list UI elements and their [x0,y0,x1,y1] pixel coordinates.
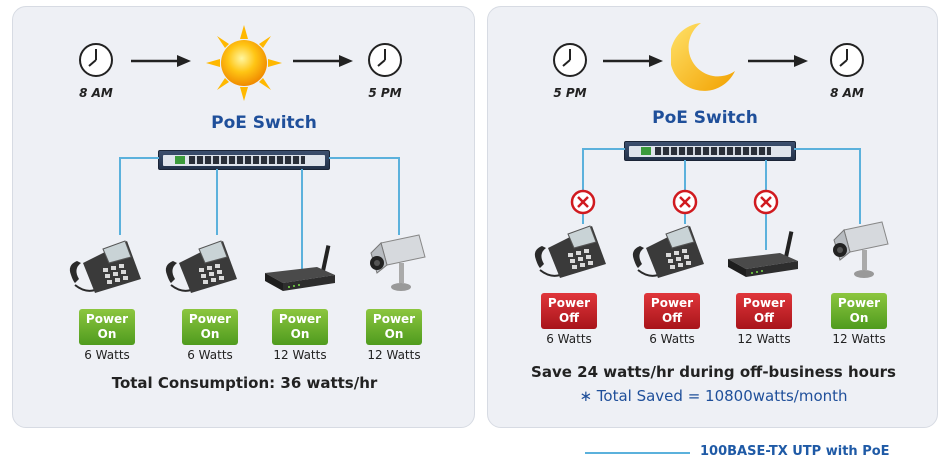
moon-icon [671,23,735,91]
wattage-label: 12 Watts [737,332,791,346]
ip-phone-icon [628,220,708,282]
utp-wire [301,169,303,271]
utp-wire [119,157,121,235]
clock-icon [828,41,866,79]
wattage-label: 6 Watts [187,348,233,362]
utp-wire [119,157,159,159]
legend-line-swatch [585,452,690,454]
arrow-right-icon [748,55,808,67]
poe-switch-image [158,150,330,170]
end-time-label: 8 AM [830,86,864,100]
wattage-label: 6 Watts [546,332,592,346]
savings-text: Save 24 watts/hr during off-business hou… [531,363,896,381]
arrow-right-icon [131,55,191,67]
utp-wire [794,148,860,150]
total-saved-text: ∗ Total Saved = 10800watts/month [579,387,848,405]
sun-icon [206,25,282,101]
utp-wire [582,148,625,150]
arrow-right-icon [603,55,663,67]
utp-wire [398,157,400,235]
ip-phone-icon [65,235,145,297]
ip-phone-icon [530,220,610,282]
utp-wire [329,157,399,159]
wireless-ap-icon [724,229,800,279]
total-consumption-text: Total Consumption: 36 watts/hr [111,374,378,392]
disconnect-icon [753,189,779,215]
clock-icon [77,41,115,79]
ip-phone-icon [161,235,241,297]
wattage-label: 6 Watts [649,332,695,346]
disconnect-icon [672,189,698,215]
ip-camera-icon [367,233,427,297]
wattage-label: 6 Watts [84,348,130,362]
wattage-label: 12 Watts [273,348,327,362]
utp-wire [216,169,218,235]
start-time-label: 5 PM [553,86,587,100]
switch-title: PoE Switch [652,108,758,128]
arrow-right-icon [293,55,353,67]
start-time-label: 8 AM [79,86,113,100]
end-time-label: 5 PM [368,86,402,100]
clock-icon [366,41,404,79]
switch-title: PoE Switch [211,113,317,133]
wattage-label: 12 Watts [832,332,886,346]
utp-wire [582,148,584,224]
ip-camera-icon [830,220,890,284]
utp-wire [859,148,861,224]
wireless-ap-icon [261,243,337,293]
legend-label: 100BASE-TX UTP with PoE [700,444,890,459]
poe-switch-image [624,141,796,161]
wattage-label: 12 Watts [367,348,421,362]
clock-icon [551,41,589,79]
disconnect-icon [570,189,596,215]
